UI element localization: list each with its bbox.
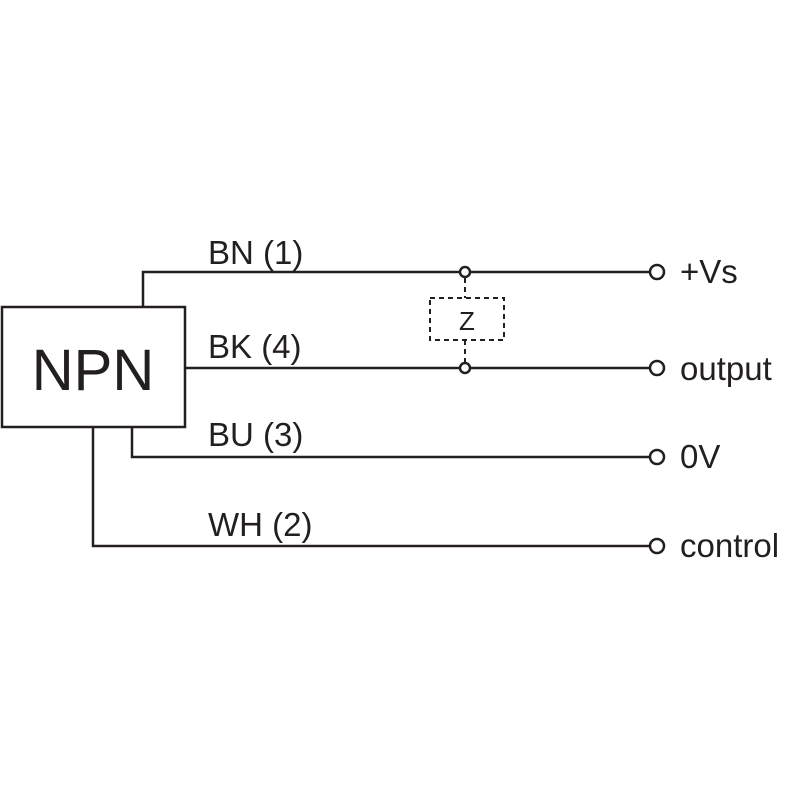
npn-block	[0, 305, 187, 429]
wire-bu-label: BU (3)	[208, 416, 303, 453]
terminal-vs-label: +Vs	[680, 253, 738, 290]
terminal-0v	[648, 448, 666, 466]
terminal-control-label: control	[680, 527, 779, 564]
wire-bn	[141, 270, 649, 307]
terminal-control	[648, 537, 666, 555]
load-z-box	[429, 297, 505, 341]
terminal-output	[648, 359, 666, 377]
junction-bk	[458, 361, 472, 375]
npn-label: NPN	[32, 338, 154, 403]
terminal-output-label: output	[680, 350, 772, 387]
terminal-0v-label: 0V	[680, 438, 720, 475]
junction-bn	[458, 265, 472, 279]
wire-wh	[91, 427, 649, 548]
wire-bu	[130, 427, 649, 459]
load-z-label: Z	[459, 306, 475, 336]
wire-wh-label: WH (2)	[208, 506, 312, 543]
wire-bk-label: BK (4)	[208, 328, 302, 365]
wire-bn-label: BN (1)	[208, 234, 303, 271]
terminal-vs	[648, 263, 666, 281]
